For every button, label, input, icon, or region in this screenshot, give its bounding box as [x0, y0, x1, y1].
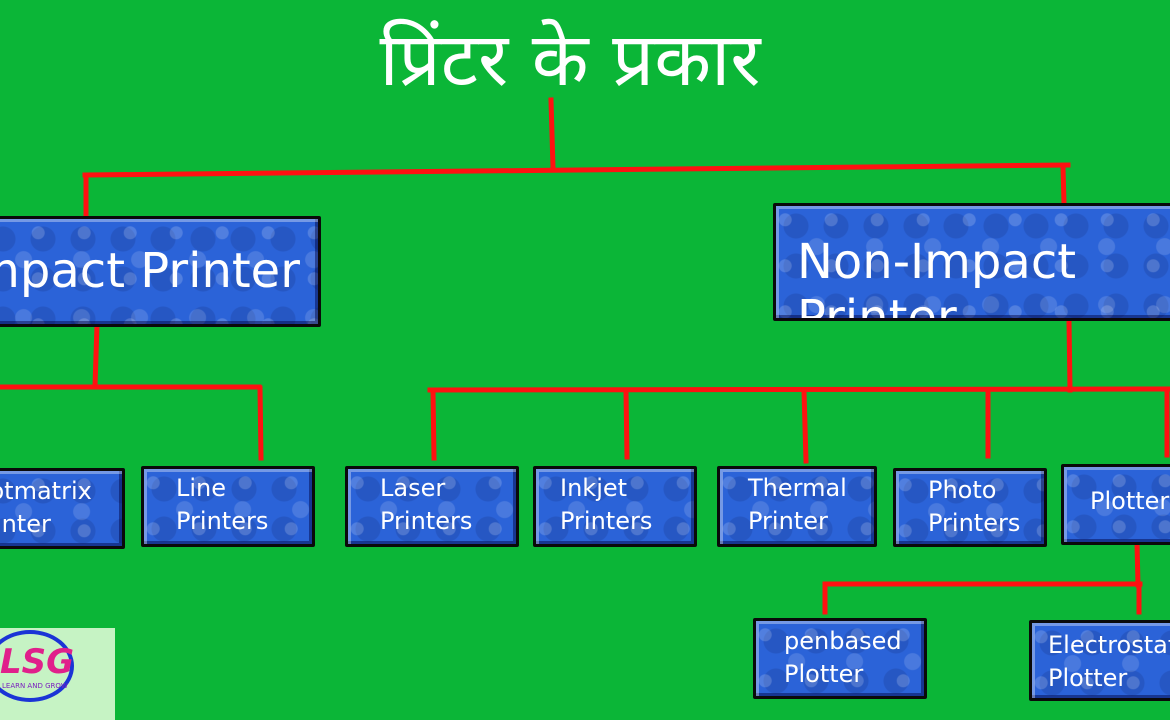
logo-ring-icon [0, 630, 74, 702]
node-inkjet-printers: Inkjet Printers [533, 466, 697, 547]
node-laser-printers-label: Laser Printers [380, 474, 473, 535]
connector-title-stem [548, 97, 556, 171]
logo-mark: LSG [0, 642, 75, 682]
node-impact-printer: Impact Printer [0, 216, 321, 327]
node-line-printers-label: Line Printers [176, 474, 269, 535]
connector-top-bar [82, 162, 1071, 178]
node-penbased-plotter-label: penbased Plotter [784, 627, 902, 688]
node-thermal-printer-label: Thermal Printer [748, 474, 847, 535]
node-electrostatic-plotter: Electrostatic Plotter [1029, 620, 1170, 701]
node-non-impact-printer-label: Non-Impact Printer [797, 234, 1077, 321]
node-laser-printers: Laser Printers [345, 466, 519, 547]
connector-nonimpact-drop [1060, 163, 1067, 207]
connector-plotter-stem [1134, 540, 1141, 588]
node-thermal-printer: Thermal Printer [717, 466, 877, 547]
node-line-printers: Line Printers [141, 466, 315, 547]
node-plotter: Plotter [1061, 464, 1170, 545]
node-dotmatrix-printer: Dotmatrix Printer [0, 468, 125, 549]
connector-nonimpact-stem [1066, 317, 1073, 393]
node-plotter-label: Plotter [1090, 487, 1170, 515]
node-inkjet-printers-label: Inkjet Printers [560, 474, 653, 535]
connector-laser-drop [430, 388, 437, 461]
node-non-impact-printer: Non-Impact Printer [773, 203, 1170, 321]
node-photo-printers-label: Photo Printers [928, 476, 1021, 537]
node-penbased-plotter: penbased Plotter [753, 618, 927, 699]
connector-inkjet-drop [623, 388, 630, 460]
node-electrostatic-plotter-label: Electrostatic Plotter [1048, 631, 1170, 692]
node-dotmatrix-printer-label: Dotmatrix Printer [0, 477, 92, 538]
channel-logo: LSG LEARN AND GROW [0, 628, 115, 720]
diagram-title: प्रिंटर के प्रकार [379, 17, 761, 103]
connector-thermal-drop [801, 388, 809, 464]
connector-line-drop [257, 385, 264, 461]
logo-tagline: LEARN AND GROW [2, 682, 68, 690]
connector-nonimpact-bar [427, 386, 1170, 393]
node-photo-printers: Photo Printers [893, 468, 1047, 547]
node-impact-printer-label: Impact Printer [0, 243, 300, 299]
connector-impact-stem [92, 322, 100, 389]
